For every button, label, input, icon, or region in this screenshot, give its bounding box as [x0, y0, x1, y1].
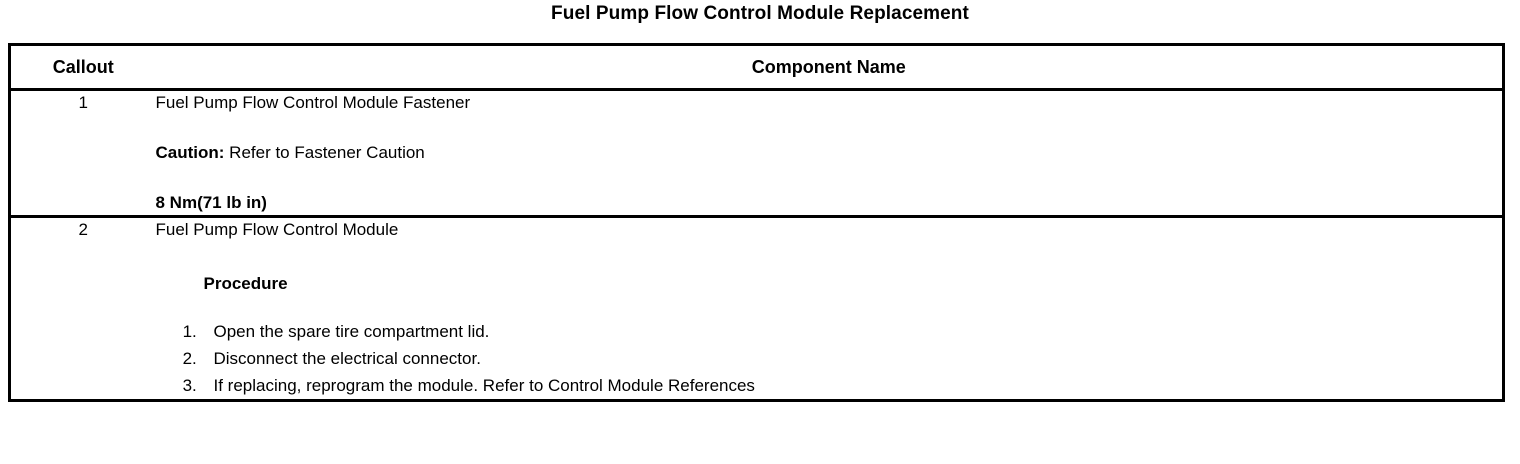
table-row: 1 Fuel Pump Flow Control Module Fastener…: [9, 89, 1504, 218]
component-name-cell: Fuel Pump Flow Control Module Procedure …: [156, 217, 1504, 401]
callout-number: 1: [9, 89, 156, 218]
caution-text: Refer to Fastener Caution: [224, 143, 425, 162]
list-item: If replacing, reprogram the module. Refe…: [202, 372, 1503, 399]
component-name-text: Fuel Pump Flow Control Module: [155, 220, 399, 239]
component-callout-table: Callout Component Name 1 Fuel Pump Flow …: [8, 43, 1505, 402]
page-title: Fuel Pump Flow Control Module Replacemen…: [551, 3, 969, 24]
procedure-step-list: Open the spare tire compartment lid. Dis…: [156, 318, 1503, 399]
list-item: Open the spare tire compartment lid.: [202, 318, 1503, 345]
callout-number: 2: [78, 220, 88, 239]
table-header-row: Callout Component Name: [9, 44, 1504, 91]
table-row: 2 Fuel Pump Flow Control Module Procedur…: [10, 217, 1504, 401]
component-name-cell: Fuel Pump Flow Control Module Fastener C…: [155, 89, 1504, 218]
column-header-callout: Callout: [9, 44, 156, 91]
component-name-text: Fuel Pump Flow Control Module Fastener: [155, 93, 471, 112]
list-item: Disconnect the electrical connector.: [202, 345, 1503, 372]
torque-specification: 8 Nm(71 lb in): [155, 193, 267, 212]
procedure-heading: Procedure: [203, 274, 288, 293]
caution-note: Caution: Refer to Fastener Caution: [156, 141, 1503, 165]
caution-label: Caution:: [155, 143, 225, 162]
column-header-component-name: Component Name: [155, 44, 1504, 91]
